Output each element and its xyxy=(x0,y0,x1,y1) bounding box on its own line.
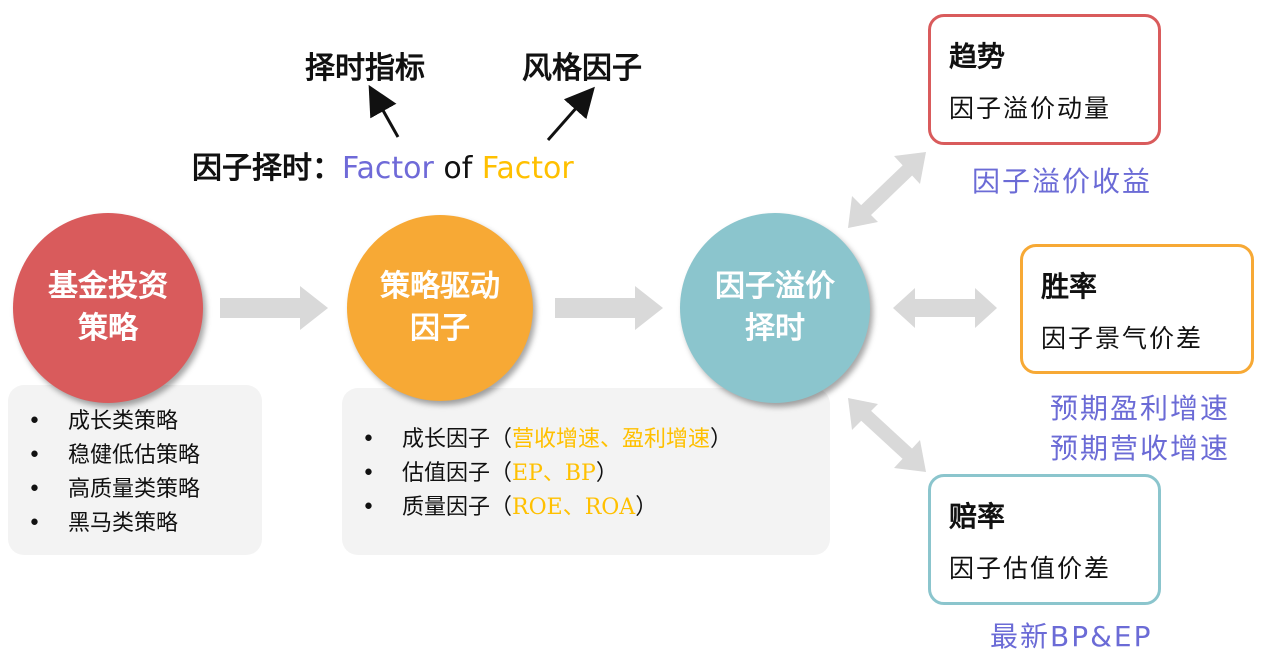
odds-box: 赔率 因子估值价差 xyxy=(928,474,1161,605)
win-rate-box: 胜率 因子景气价差 xyxy=(1020,244,1254,374)
circle-strategy-factors: 策略驱动因子 xyxy=(347,215,533,401)
odds-note: 最新BP&EP xyxy=(990,620,1153,653)
trend-box: 趋势 因子溢价动量 xyxy=(928,14,1161,145)
trend-title: 趋势 xyxy=(949,40,1006,73)
style-factor-label: 风格因子 xyxy=(522,51,642,86)
grey-arrow-2 xyxy=(555,286,663,330)
win-title: 胜率 xyxy=(1041,270,1098,303)
trend-note: 因子溢价收益 xyxy=(972,165,1153,198)
win-note-1: 预期盈利增速 xyxy=(1050,392,1231,425)
of-word: of xyxy=(443,151,473,186)
double-arrow-up xyxy=(857,160,917,220)
arrow-to-style-factor xyxy=(546,86,595,141)
factor-timing-line: 因子择时：Factor of Factor xyxy=(192,143,574,187)
circle-label: 策略驱动因子 xyxy=(380,269,500,346)
odds-subtitle: 因子估值价差 xyxy=(949,554,1112,583)
win-subtitle: 因子景气价差 xyxy=(1041,324,1204,353)
factor-word-1: Factor xyxy=(342,151,434,186)
circle-fund-strategy: 基金投资策略 xyxy=(13,213,203,403)
timing-indicator-label: 择时指标 xyxy=(305,51,425,86)
circle-factor-premium-timing: 因子溢价择时 xyxy=(680,213,870,403)
factor-word-2: Factor xyxy=(481,151,574,186)
trend-subtitle: 因子溢价动量 xyxy=(949,94,1112,123)
arrow-to-timing-indicator xyxy=(368,84,400,138)
double-arrow-horizontal xyxy=(893,288,997,328)
win-note-2: 预期营收增速 xyxy=(1050,432,1231,465)
grey-arrow-1 xyxy=(220,286,328,330)
circle-label: 基金投资策略 xyxy=(48,269,168,346)
double-arrow-down xyxy=(857,406,917,464)
odds-title: 赔率 xyxy=(949,500,1006,533)
circle-label: 因子溢价择时 xyxy=(715,269,835,346)
factor-timing-label: 因子择时： xyxy=(192,151,342,186)
